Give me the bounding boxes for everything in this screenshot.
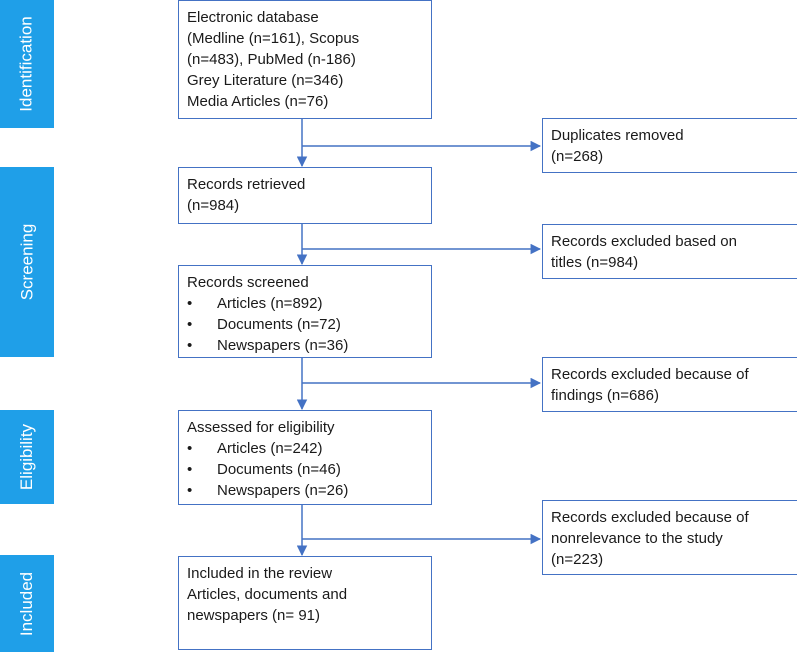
bullet-list: • Articles (n=892) • Documents (n=72) • New… xyxy=(187,293,423,356)
box-line: nonrelevance to the study xyxy=(551,530,723,547)
list-item-text: Documents (n=46) xyxy=(217,461,341,478)
box-excluded-titles: Records excluded based on titles (n=984) xyxy=(542,224,797,279)
bullet: • xyxy=(187,337,193,354)
bullet: • xyxy=(187,440,193,457)
box-line: newspapers (n= 91) xyxy=(187,607,320,624)
stage-label-eligibility: Eligibility xyxy=(0,410,54,504)
box-line: Included in the review xyxy=(187,565,333,582)
list-item-text: Documents (n=72) xyxy=(217,316,341,333)
box-assessed-eligibility: Assessed for eligibility • Articles (n=24… xyxy=(178,410,432,505)
list-item: • Newspapers (n=36) xyxy=(187,335,423,356)
box-line: (n=223) xyxy=(551,551,604,568)
box-included-review: Included in the review Articles, documen… xyxy=(178,556,432,650)
list-item-text: Newspapers (n=36) xyxy=(217,337,349,354)
box-duplicates-removed: Duplicates removed (n=268) xyxy=(542,118,797,173)
box-line: Records excluded based on xyxy=(551,233,737,250)
list-item-text: Newspapers (n=26) xyxy=(217,482,349,499)
box-line: Grey Literature (n=346) xyxy=(187,72,344,89)
box-records-retrieved: Records retrieved (n=984) xyxy=(178,167,432,224)
list-item: • Articles (n=892) xyxy=(187,293,423,314)
box-line: Media Articles (n=76) xyxy=(187,93,329,110)
list-item: • Articles (n=242) xyxy=(187,438,423,459)
bullet: • xyxy=(187,316,193,333)
list-item: • Documents (n=72) xyxy=(187,314,423,335)
box-line: (n=483), PubMed (n-186) xyxy=(187,51,356,68)
box-line: Electronic database xyxy=(187,9,319,26)
stage-label-included: Included xyxy=(0,555,54,652)
list-item: • Newspapers (n=26) xyxy=(187,480,423,501)
box-line: Records excluded because of xyxy=(551,366,749,383)
box-electronic-database: Electronic database (Medline (n=161), Sc… xyxy=(178,0,432,119)
stage-label-screening: Screening xyxy=(0,167,54,357)
box-line: (Medline (n=161), Scopus xyxy=(187,30,360,47)
box-title: Records screened xyxy=(187,274,309,291)
box-line: findings (n=686) xyxy=(551,387,659,404)
box-excluded-nonrelevance: Records excluded because of nonrelevance… xyxy=(542,500,797,575)
box-line: (n=268) xyxy=(551,148,604,165)
bullet-list: • Articles (n=242) • Documents (n=46) • New… xyxy=(187,438,423,501)
box-line: Duplicates removed xyxy=(551,127,684,144)
box-line: titles (n=984) xyxy=(551,254,639,271)
list-item: • Documents (n=46) xyxy=(187,459,423,480)
bullet: • xyxy=(187,482,193,499)
box-records-screened: Records screened • Articles (n=892) • Docu… xyxy=(178,265,432,358)
bullet: • xyxy=(187,295,193,312)
box-line: Articles, documents and xyxy=(187,586,348,603)
box-line: (n=984) xyxy=(187,197,240,214)
list-item-text: Articles (n=242) xyxy=(217,440,323,457)
box-excluded-findings: Records excluded because of findings (n=… xyxy=(542,357,797,412)
box-line: Records excluded because of xyxy=(551,509,749,526)
box-line: Records retrieved xyxy=(187,176,306,193)
stage-label-identification: Identification xyxy=(0,0,54,128)
bullet: • xyxy=(187,461,193,478)
box-title: Assessed for eligibility xyxy=(187,419,335,436)
list-item-text: Articles (n=892) xyxy=(217,295,323,312)
